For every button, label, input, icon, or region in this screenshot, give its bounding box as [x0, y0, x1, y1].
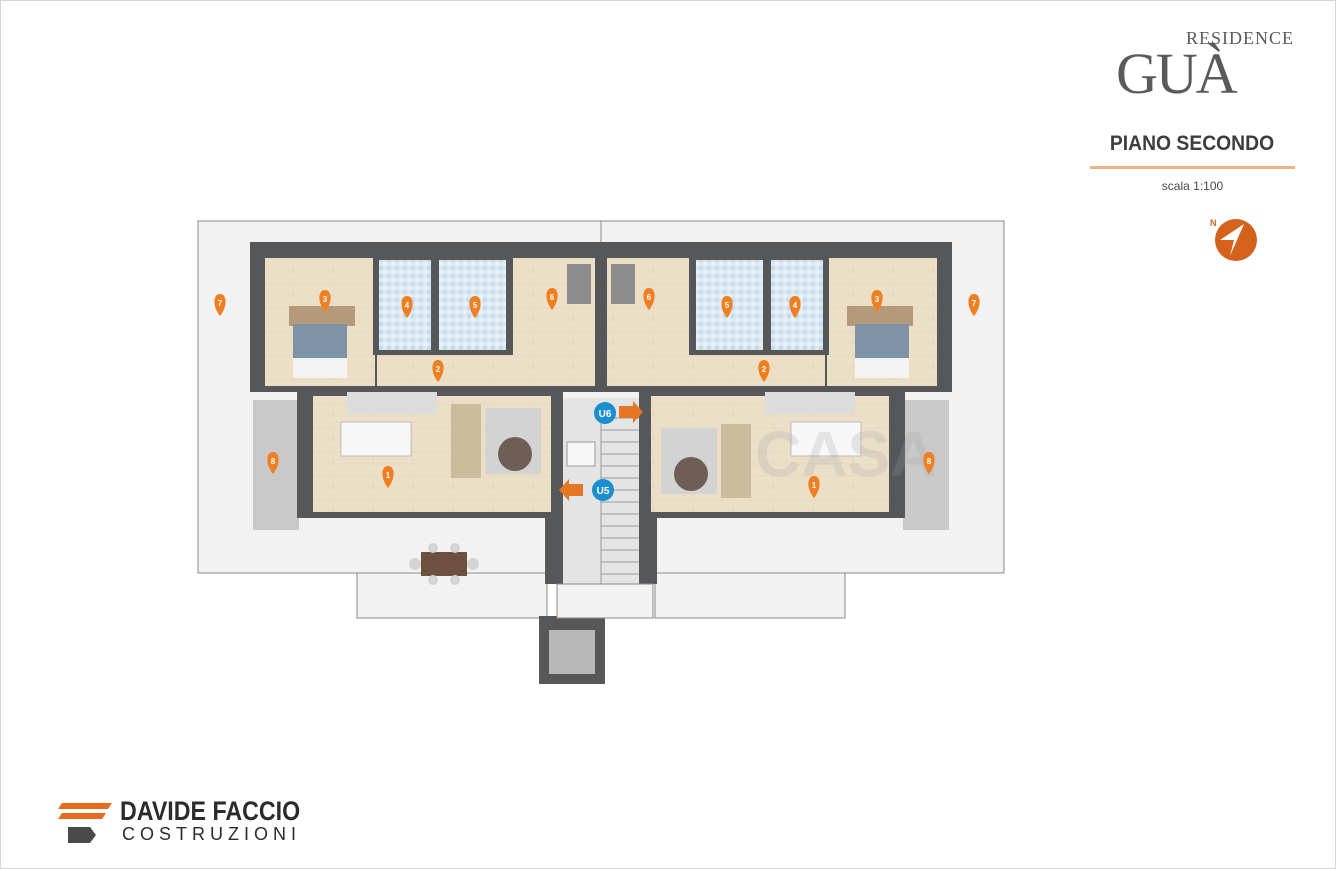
room-marker-3: 3: [319, 290, 331, 312]
north-compass-icon: N: [1210, 218, 1257, 261]
svg-text:5: 5: [473, 301, 478, 310]
svg-text:6: 6: [550, 293, 555, 302]
svg-text:2: 2: [762, 365, 767, 374]
room-marker-7: 7: [968, 294, 980, 316]
svg-text:7: 7: [218, 299, 223, 308]
scale-label: scala 1:100: [1161, 179, 1224, 193]
room-marker-5: 5: [721, 296, 733, 318]
svg-text:1: 1: [812, 481, 817, 490]
room-marker-4: 4: [789, 296, 801, 318]
svg-text:2: 2: [436, 365, 441, 374]
company-mark-icon: [58, 803, 112, 843]
room-marker-6: 6: [643, 288, 655, 310]
unit-label-u6-text: U6: [599, 409, 612, 420]
floor-plan: CASA 1 2 3 4 5 6 7 8 1 2 3 4 5 6 7 8 U6 U5: [197, 220, 1005, 684]
svg-text:1: 1: [386, 471, 391, 480]
unit-label-u5: U5: [592, 479, 614, 501]
svg-text:3: 3: [875, 295, 880, 304]
room-marker-2: 2: [432, 360, 444, 382]
room-marker-8: 8: [923, 452, 935, 474]
unit-label-u5-text: U5: [597, 486, 610, 497]
room-marker-1: 1: [382, 466, 394, 488]
svg-text:8: 8: [927, 457, 932, 466]
terrace-table: [409, 543, 479, 585]
room-marker-7: 7: [214, 294, 226, 316]
brand-name-text: GUÀ: [1116, 41, 1238, 106]
unit-label-u6: U6: [594, 402, 616, 424]
room-marker-8: 8: [267, 452, 279, 474]
floor-title: PIANO SECONDO: [1109, 132, 1275, 155]
left-unit-interior: [265, 258, 595, 512]
company-logo: DAVIDE FACCIO COSTRUZIONI: [56, 795, 336, 851]
title-underline: [1090, 166, 1295, 169]
svg-text:8: 8: [271, 457, 276, 466]
partition-walls: [265, 258, 937, 391]
room-marker-4: 4: [401, 296, 413, 318]
watermark-text: CASA: [755, 418, 936, 490]
brand-residence-text: RESIDENCE: [1186, 28, 1294, 48]
room-marker-5: 5: [469, 296, 481, 318]
svg-text:6: 6: [647, 293, 652, 302]
entry-arrows: [559, 401, 643, 501]
svg-text:4: 4: [793, 301, 798, 310]
svg-text:7: 7: [972, 299, 977, 308]
room-marker-3: 3: [871, 290, 883, 312]
room-marker-2: 2: [758, 360, 770, 382]
svg-text:4: 4: [405, 301, 410, 310]
residence-logo: RESIDENCE GUÀ: [1110, 22, 1300, 112]
svg-text:5: 5: [725, 301, 730, 310]
right-unit-interior: [607, 258, 937, 512]
room-marker-1: 1: [808, 476, 820, 498]
room-markers: 1 2 3 4 5 6 7 8 1 2 3 4 5 6 7 8: [214, 288, 980, 498]
svg-text:N: N: [1210, 218, 1217, 228]
company-name-line1: DAVIDE FACCIO: [120, 796, 301, 826]
company-name-line2: COSTRUZIONI: [122, 824, 301, 844]
svg-text:3: 3: [323, 295, 328, 304]
room-marker-6: 6: [546, 288, 558, 310]
